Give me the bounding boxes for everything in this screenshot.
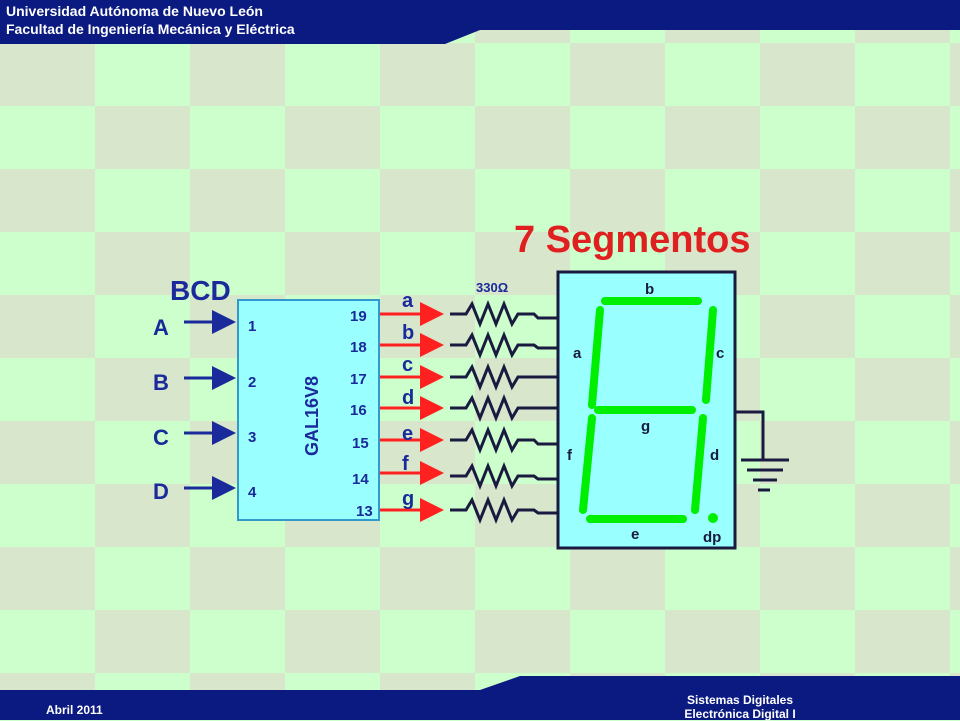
output-row-g: 13 g bbox=[356, 488, 558, 525]
input-pin: 4 bbox=[248, 484, 257, 501]
output-pin: 18 bbox=[350, 339, 367, 356]
output-label: b bbox=[402, 322, 414, 344]
output-pin: 19 bbox=[350, 308, 367, 325]
segment-c bbox=[702, 306, 717, 404]
resistor bbox=[450, 393, 558, 423]
ground-symbol bbox=[735, 410, 789, 492]
university-name: Universidad Autónoma de Nuevo León bbox=[6, 3, 263, 19]
output-label: a bbox=[402, 290, 414, 312]
segment-label-e: e bbox=[631, 526, 639, 543]
input-label: D bbox=[153, 479, 169, 504]
input-row-b: B 2 bbox=[153, 366, 256, 395]
output-row-d: 16 d bbox=[350, 387, 558, 423]
output-pin: 13 bbox=[356, 503, 373, 520]
segment-label-f: f bbox=[567, 447, 573, 464]
segment-d bbox=[691, 414, 707, 514]
resistor bbox=[450, 362, 558, 392]
resistor bbox=[450, 299, 558, 329]
segment-label-dp: dp bbox=[703, 529, 721, 546]
resistor bbox=[450, 495, 558, 525]
segment-label-g: g bbox=[641, 418, 650, 435]
output-row-e: 15 e bbox=[352, 423, 558, 455]
segment-label-a: a bbox=[573, 345, 582, 362]
input-label: A bbox=[153, 315, 169, 340]
segment-f bbox=[579, 414, 596, 514]
output-row-f: 14 f bbox=[352, 453, 558, 491]
bcd-label: BCD bbox=[170, 275, 231, 306]
faculty-name: Facultad de Ingeniería Mecánica y Eléctr… bbox=[6, 21, 295, 37]
input-label: B bbox=[153, 370, 169, 395]
footer-date: Abril 2011 bbox=[46, 703, 103, 717]
diagram-title: 7 Segmentos bbox=[514, 219, 751, 261]
gal-chip bbox=[237, 299, 380, 521]
input-pin: 3 bbox=[248, 429, 256, 446]
footer-course: Sistemas Digitales bbox=[686, 693, 794, 707]
resistor-label: 330Ω bbox=[476, 280, 508, 295]
resistor bbox=[450, 425, 558, 455]
output-row-a: 19 a bbox=[350, 290, 558, 329]
output-pin: 14 bbox=[352, 471, 369, 488]
output-label: f bbox=[402, 453, 409, 475]
output-label: c bbox=[402, 354, 413, 376]
resistor bbox=[450, 461, 558, 491]
segment-label-c: c bbox=[716, 345, 724, 362]
input-row-d: D 4 bbox=[153, 476, 257, 504]
output-row-b: 18 b bbox=[350, 322, 558, 360]
output-label: e bbox=[402, 423, 413, 445]
input-pin: 1 bbox=[248, 318, 256, 335]
input-row-c: C 3 bbox=[153, 421, 256, 450]
output-pin: 17 bbox=[350, 371, 367, 388]
output-label: d bbox=[402, 387, 414, 409]
segment-label-b: b bbox=[645, 281, 654, 298]
output-label: g bbox=[402, 488, 414, 510]
footer-subject: Electrónica Digital I bbox=[684, 707, 796, 721]
output-pin: 16 bbox=[350, 402, 367, 419]
segment-label-d: d bbox=[710, 447, 719, 464]
input-row-a: A 1 bbox=[153, 310, 256, 340]
lit-segments bbox=[579, 297, 717, 523]
header-band bbox=[0, 0, 960, 44]
input-label: C bbox=[153, 425, 169, 450]
output-pin: 15 bbox=[352, 435, 369, 452]
segment-dp bbox=[708, 513, 718, 523]
output-row-c: 17 c bbox=[350, 354, 558, 392]
resistor bbox=[450, 330, 558, 360]
chip-name: GAL16V8 bbox=[302, 376, 322, 456]
footer-band bbox=[0, 676, 960, 720]
input-pin: 2 bbox=[248, 374, 256, 391]
segment-a bbox=[588, 306, 604, 409]
